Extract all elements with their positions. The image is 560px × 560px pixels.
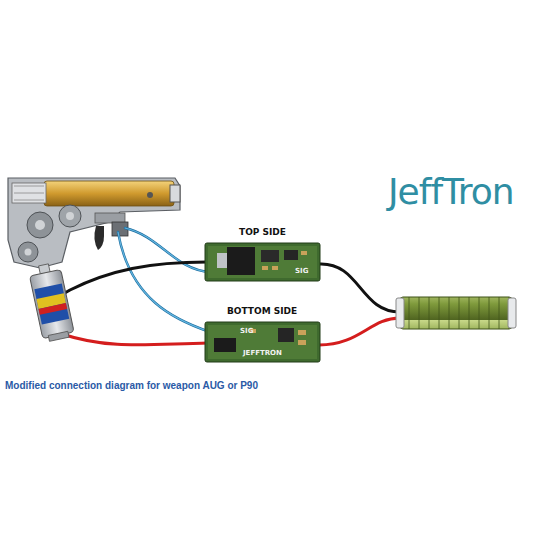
brand-logo: JeffTron	[388, 172, 514, 212]
circuit-board: BOTTOM SIDE SIG JEFFTRON	[205, 307, 320, 363]
pin-label: SIG	[295, 268, 308, 276]
board-heading: TOP SIDE	[239, 228, 286, 238]
caption: Modified connection diagram for weapon A…	[5, 380, 258, 391]
board-heading: BOTTOM SIDE	[227, 307, 297, 317]
gearbox	[8, 178, 180, 268]
battery	[396, 297, 516, 329]
pin-label: SIG	[240, 328, 253, 336]
top-board	[205, 243, 320, 281]
bottom-board	[205, 322, 320, 362]
brand-print: JEFFTRON	[243, 350, 282, 358]
circuit-board: TOP SIDE SIG	[205, 228, 320, 282]
motor	[28, 262, 75, 343]
